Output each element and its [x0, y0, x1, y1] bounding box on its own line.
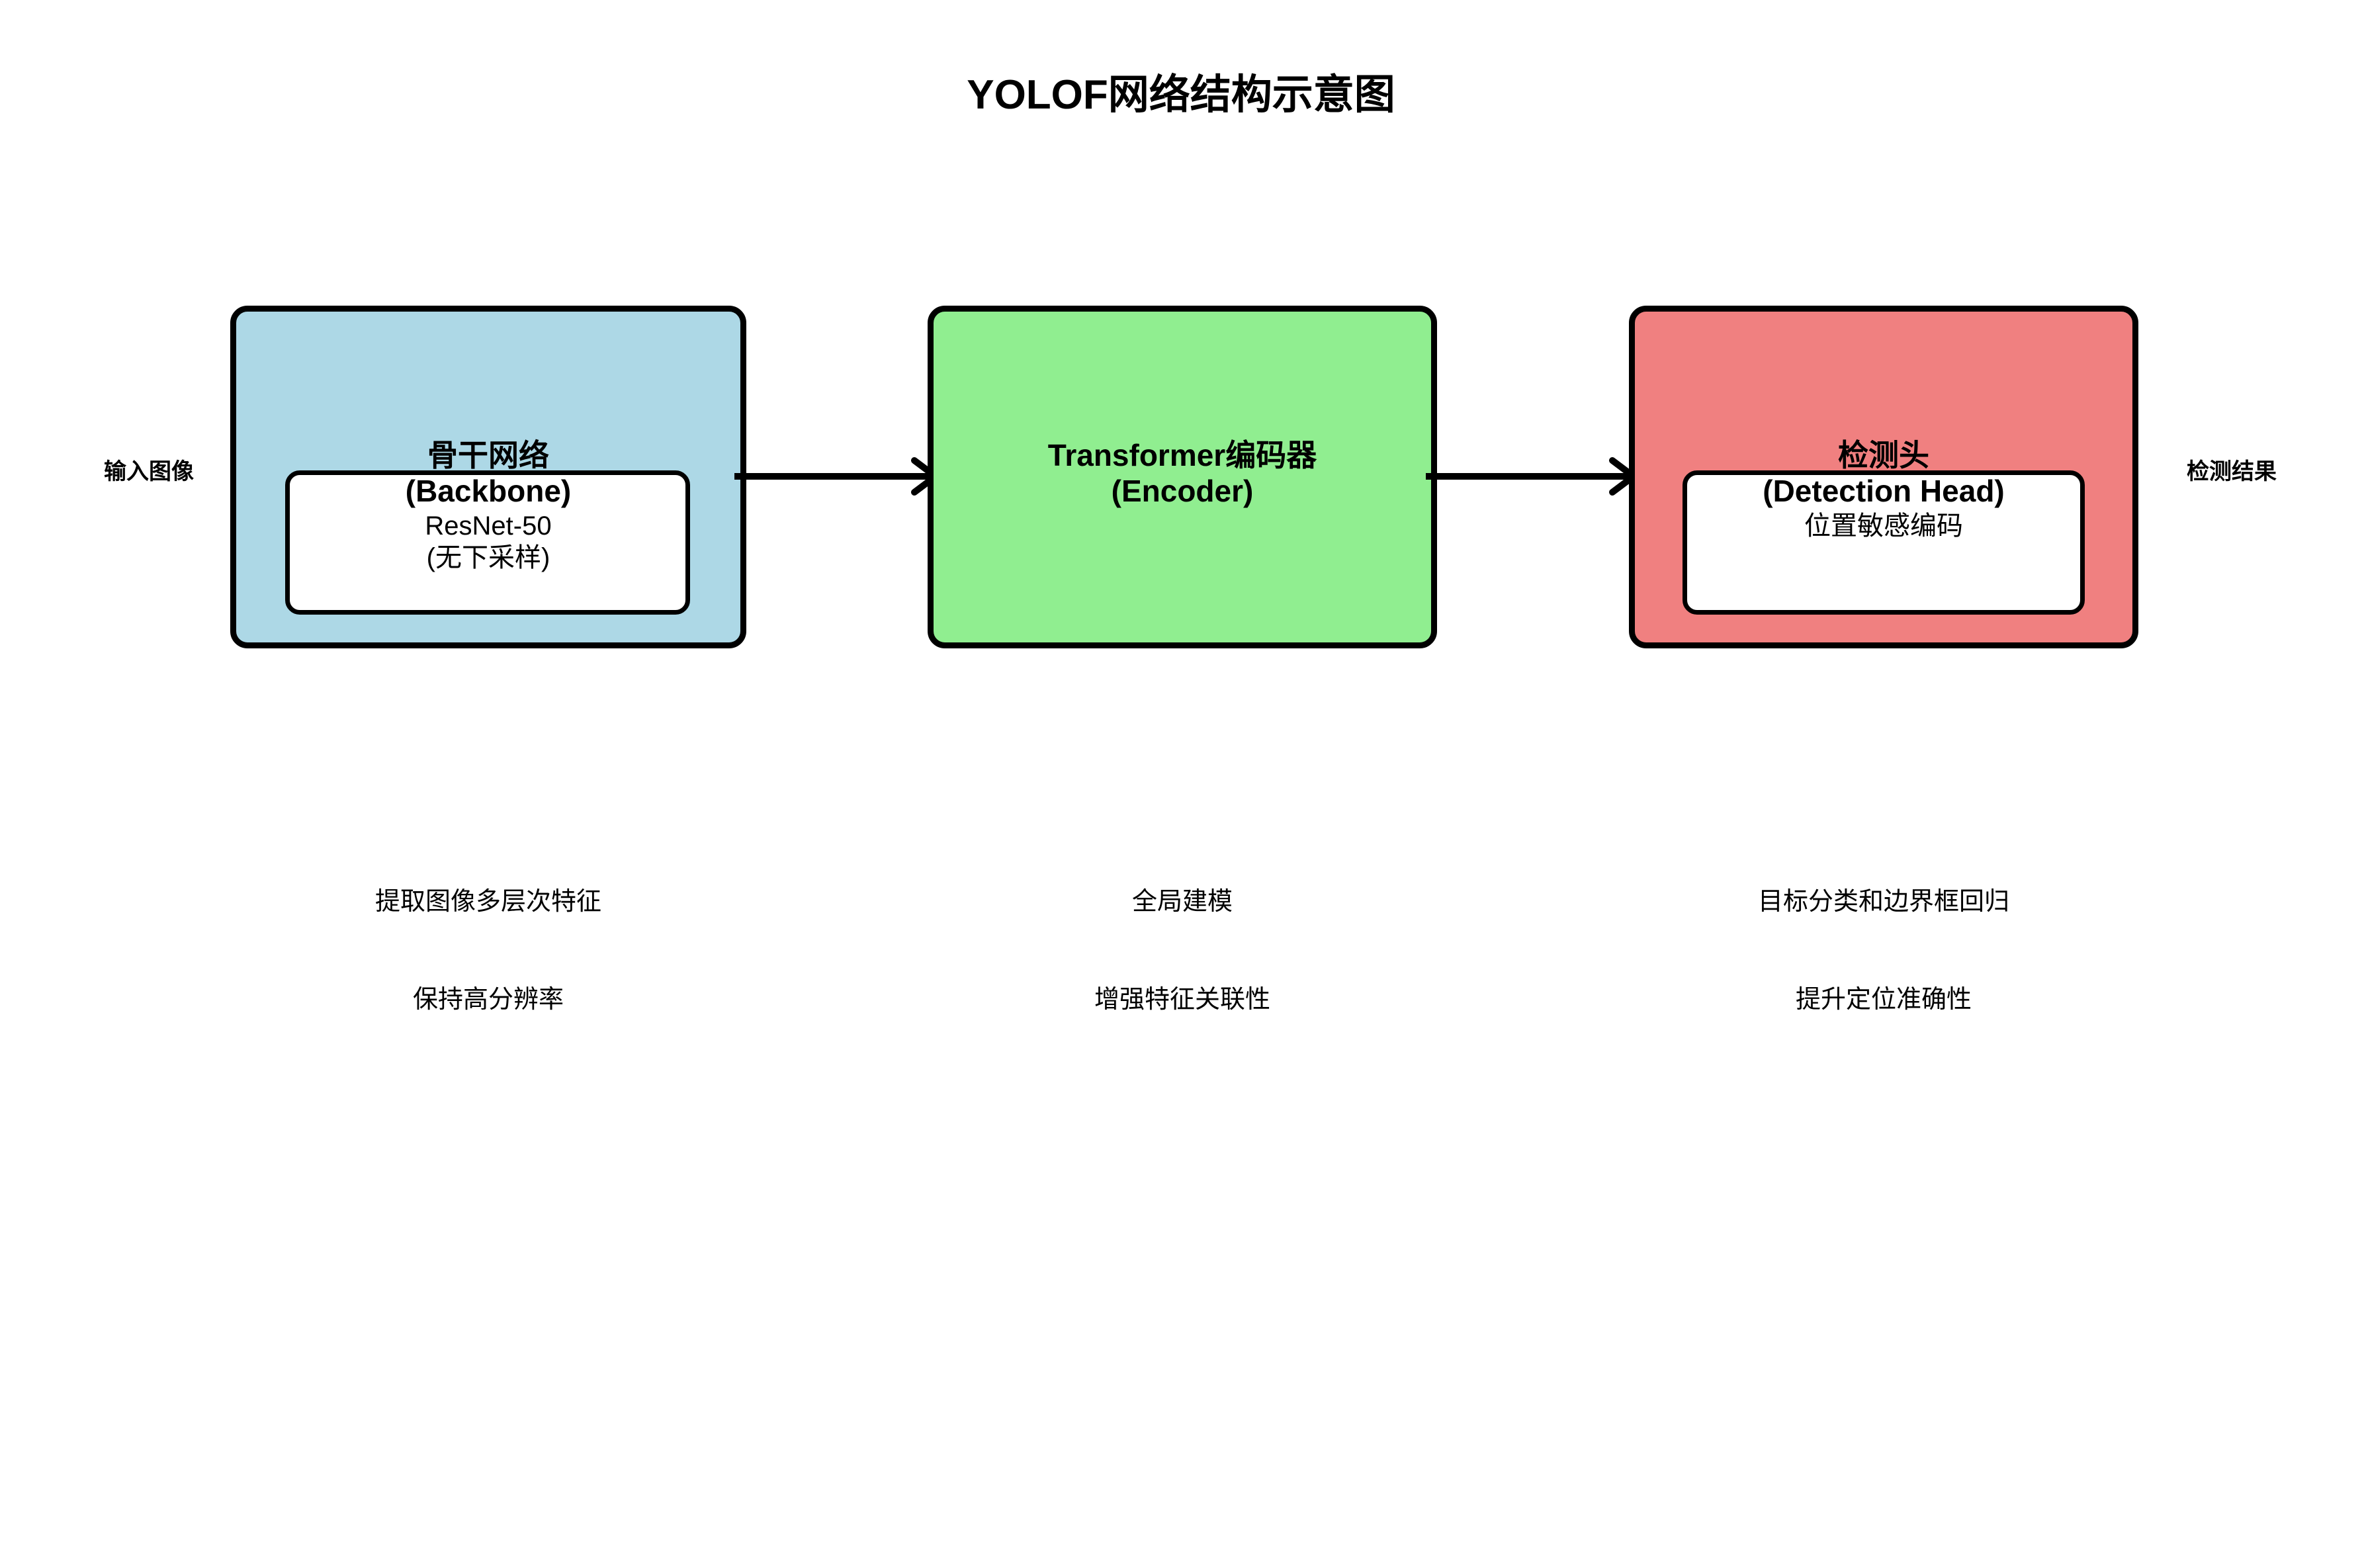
- stage-box-head[interactable]: 检测头 (Detection Head) 位置敏感编码: [1629, 306, 2138, 648]
- stage-title-encoder: Transformer编码器: [1047, 438, 1317, 472]
- caption-encoder: 全局建模 增强特征关联性: [885, 820, 1480, 1082]
- detection-result-label: 检测结果: [2187, 459, 2277, 484]
- stage-box-encoder[interactable]: Transformer编码器 (Encoder): [928, 306, 1437, 648]
- inner-box-head: [1683, 470, 2085, 615]
- arrow-backbone-to-encoder: [734, 457, 939, 496]
- stage-subtitle-head: (Detection Head): [1763, 474, 2005, 508]
- stage-detail-backbone-line2: (无下采样): [426, 543, 550, 572]
- stage-title-head: 检测头: [1838, 438, 1929, 472]
- caption-head-line2: 提升定位准确性: [1795, 985, 1972, 1014]
- stage-subtitle-encoder: (Encoder): [1111, 474, 1254, 508]
- stage-title-backbone: 骨干网络: [427, 438, 549, 472]
- caption-head-line1: 目标分类和边界框回归: [1757, 887, 2009, 916]
- caption-backbone-line2: 保持高分辨率: [412, 985, 564, 1014]
- caption-head: 目标分类和边界框回归 提升定位准确性: [1586, 820, 2181, 1082]
- stage-detail-backbone-line1: ResNet-50: [425, 511, 552, 541]
- page-title: YOLOF网络结构示意图: [967, 72, 1395, 118]
- caption-backbone: 提取图像多层次特征 保持高分辨率: [191, 820, 786, 1082]
- caption-backbone-line1: 提取图像多层次特征: [374, 887, 601, 916]
- input-image-label: 输入图像: [104, 459, 194, 484]
- inner-box-backbone: [285, 470, 690, 615]
- arrow-encoder-to-head: [1426, 457, 1637, 496]
- stage-subtitle-backbone: (Backbone): [405, 474, 572, 508]
- caption-encoder-line2: 增强特征关联性: [1094, 985, 1270, 1014]
- stage-detail-head-line1: 位置敏感编码: [1804, 511, 1963, 541]
- caption-encoder-line1: 全局建模: [1131, 887, 1233, 916]
- stage-box-backbone[interactable]: 骨干网络 (Backbone) ResNet-50 (无下采样): [230, 306, 746, 648]
